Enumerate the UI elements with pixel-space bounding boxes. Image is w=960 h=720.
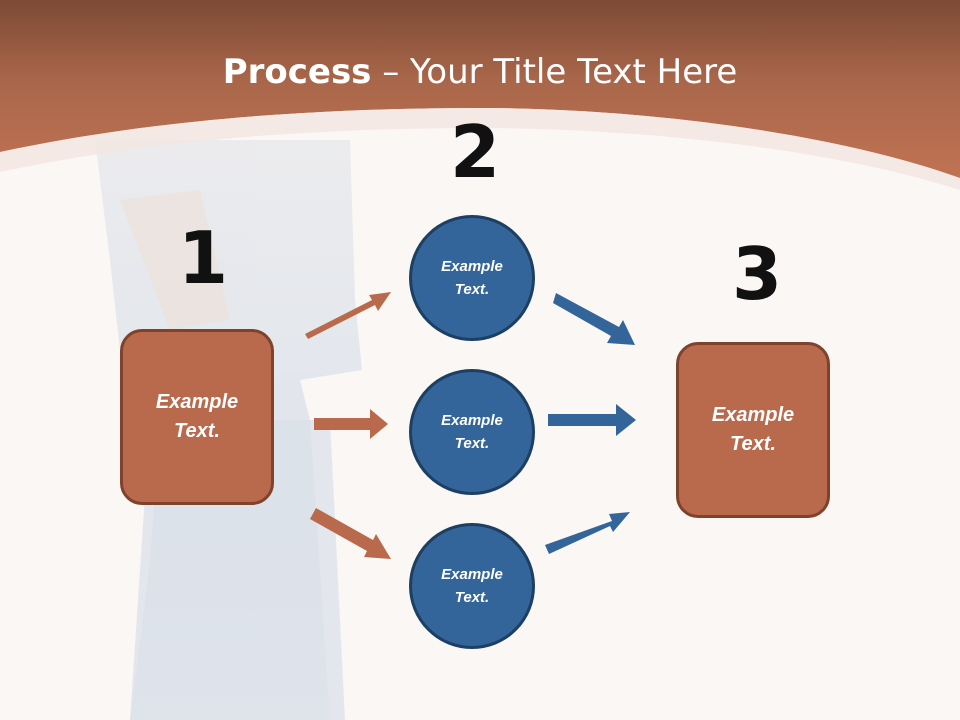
arrow-bottom-to-3 xyxy=(545,512,630,554)
slide-title: Process – Your Title Text Here xyxy=(0,52,960,92)
circle-middle-text-line2: Text. xyxy=(454,435,490,452)
header-band xyxy=(0,0,960,178)
step-3-text-line1: Example xyxy=(711,404,795,426)
arrow-1-to-top xyxy=(305,292,391,339)
title-rest: – Your Title Text Here xyxy=(371,52,738,92)
arrow-1-to-bottom xyxy=(310,508,391,559)
step-2-circle-bottom: Example Text. xyxy=(409,523,535,649)
arrow-1-to-middle xyxy=(314,409,388,439)
circle-bottom-text-line2: Text. xyxy=(454,589,490,606)
step-number-1: 1 xyxy=(178,216,229,300)
step-number-3: 3 xyxy=(732,232,783,316)
circle-middle-text-line1: Example xyxy=(441,412,503,429)
circle-bottom-text-line1: Example xyxy=(441,566,503,583)
title-bold: Process xyxy=(222,52,372,92)
step-2-circle-middle: Example Text. xyxy=(409,369,535,495)
step-1-text-line1: Example xyxy=(155,391,239,413)
step-2-circle-top: Example Text. xyxy=(409,215,535,341)
step-number-2: 2 xyxy=(450,110,501,194)
circle-top-text-line2: Text. xyxy=(454,281,490,298)
arrow-top-to-3 xyxy=(553,293,635,345)
step-3-box: Example Text. xyxy=(676,342,830,518)
arrow-middle-to-3 xyxy=(548,404,636,436)
step-1-text-line2: Text. xyxy=(174,420,220,442)
header-swoosh xyxy=(0,108,960,190)
circle-top-text-line1: Example xyxy=(441,258,503,275)
step-3-text-line2: Text. xyxy=(730,433,776,455)
step-1-box: Example Text. xyxy=(120,329,274,505)
